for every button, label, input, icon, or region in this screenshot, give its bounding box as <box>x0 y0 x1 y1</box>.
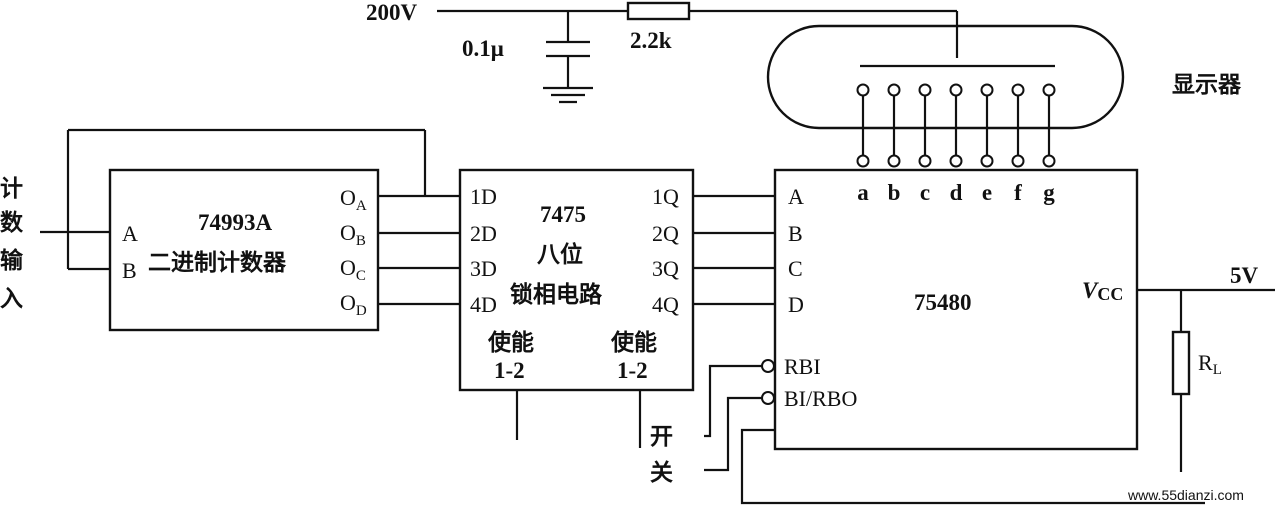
decoder-pin-circle-a <box>856 154 870 168</box>
latch-pin-1d: 1D <box>470 184 497 209</box>
capacitor-0-1u <box>546 11 590 88</box>
latch-name-line-2: 锁相电路 <box>510 281 603 308</box>
decoder-pin-b: B <box>788 221 803 246</box>
power-supply-section: 5V RL <box>1137 263 1275 472</box>
decoder-pin-circle-e <box>980 154 994 168</box>
counter-pin-oa: OA <box>340 185 367 214</box>
decoder-pin-circle-c <box>918 154 932 168</box>
count-input: 计 数 输 入 <box>0 128 427 312</box>
latch-enable-left-label: 使能 <box>487 329 534 356</box>
tube-pin-f <box>1011 83 1025 97</box>
latch-part-number: 7475 <box>540 202 586 227</box>
segment-label-e: e <box>982 180 992 205</box>
decoder-pin-c: C <box>788 256 803 281</box>
latch-pin-3q: 3Q <box>652 256 679 281</box>
supply-200v-label: 200V <box>366 0 418 25</box>
resistor-2-2k <box>626 1 691 21</box>
tube-pin-d <box>949 83 963 97</box>
segment-label-c: c <box>920 180 930 205</box>
display-tube: 显示器 <box>766 24 1242 168</box>
tube-pin-a <box>856 83 870 97</box>
latch-pin-1q: 1Q <box>652 184 679 209</box>
bi-rbo-inverter-bubble <box>761 391 775 405</box>
decoder-pin-a: A <box>788 184 804 209</box>
counter-part-number: 74993A <box>198 210 273 235</box>
decoder-pin-circle-f <box>1011 154 1025 168</box>
high-voltage-section: 200V 2.2k 0.1μ <box>366 0 959 104</box>
rbi-inverter-bubble <box>761 359 775 373</box>
input-label-char-1: 计 <box>0 176 23 202</box>
switch-wiring: 开 关 <box>650 364 1205 505</box>
counter-name: 二进制计数器 <box>148 250 287 276</box>
latch-pin-2d: 2D <box>470 221 497 246</box>
latch-pin-3d: 3D <box>470 256 497 281</box>
segment-label-a: a <box>857 180 869 205</box>
latch-pin-4d: 4D <box>470 292 497 317</box>
decoder-pin-circle-g <box>1042 154 1056 168</box>
latch-pin-2q: 2Q <box>652 221 679 246</box>
load-resistor-label: RL <box>1198 350 1222 378</box>
decoder-chip-body <box>773 168 1139 451</box>
watermark: www.55dianzi.com <box>1127 487 1244 503</box>
decoder-part-number: 75480 <box>914 290 972 315</box>
tube-pin-g <box>1042 83 1056 97</box>
counter-pin-a: A <box>122 221 138 246</box>
latch-name-line-1: 八位 <box>537 241 583 268</box>
latch-pin-4q: 4Q <box>652 292 679 317</box>
decoder-pin-circle-b <box>887 154 901 168</box>
latch-chip: 7475 八位 锁相电路 1D 2D 3D 4D 1Q 2Q 3Q 4Q 使能 … <box>458 168 695 448</box>
counter-chip-body <box>108 168 380 332</box>
segment-label-d: d <box>950 180 963 205</box>
tube-pin-b <box>887 83 901 97</box>
segment-label-b: b <box>888 180 901 205</box>
tube-pin-e <box>980 83 994 97</box>
supply-5v-label: 5V <box>1230 263 1259 288</box>
capacitor-0-1u-label: 0.1μ <box>462 36 504 61</box>
input-label-char-2: 数 <box>0 210 24 236</box>
decoder-pin-rbi: RBI <box>784 354 821 379</box>
counter-latch-bus <box>378 194 460 306</box>
latch-enable-right-label: 使能 <box>610 329 657 356</box>
latch-decoder-bus <box>693 194 775 306</box>
counter-pin-b: B <box>122 258 137 283</box>
switch-label-char-2: 关 <box>650 459 673 486</box>
latch-chip-body <box>458 168 695 392</box>
latch-enable-right-pins: 1-2 <box>617 358 648 383</box>
decoder-pin-d: D <box>788 292 804 317</box>
decoder-pin-vcc: VCC <box>1082 278 1123 304</box>
display-tube-envelope <box>766 24 1125 130</box>
display-label: 显示器 <box>1172 72 1242 98</box>
input-label-char-3: 输 <box>0 247 24 274</box>
counter-pin-od: OD <box>340 290 367 319</box>
switch-label-char-1: 开 <box>650 424 673 450</box>
counter-pin-ob: OB <box>340 220 366 249</box>
tube-pin-c <box>918 83 932 97</box>
counter-chip: 74993A 二进制计数器 A B OA OB OC OD <box>108 168 380 332</box>
resistor-2-2k-label: 2.2k <box>630 28 672 53</box>
decoder-pin-bi-rbo: BI/RBO <box>784 386 857 411</box>
decoder-pin-circle-d <box>949 154 963 168</box>
counter-pin-oc: OC <box>340 255 366 284</box>
ground-icon <box>543 86 593 104</box>
latch-enable-left-pins: 1-2 <box>494 358 525 383</box>
input-label-char-4: 入 <box>0 286 23 312</box>
segment-label-g: g <box>1043 180 1055 205</box>
load-resistor <box>1171 330 1191 396</box>
segment-label-f: f <box>1014 180 1022 205</box>
